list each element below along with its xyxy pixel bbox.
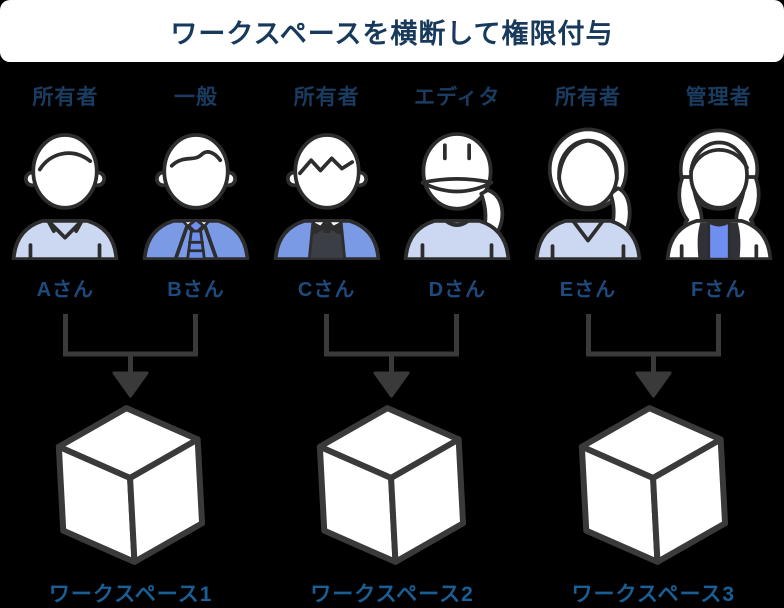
title-bar: ワークスペースを横断して権限付与 — [0, 0, 784, 62]
name-label: Dさん — [428, 279, 487, 301]
name-label: Fさん — [691, 279, 747, 301]
avatar-f-icon — [665, 128, 772, 260]
workspace-label: ワークスペース2 — [310, 583, 474, 606]
role-label: 管理者 — [685, 86, 752, 109]
name-label: Bさん — [167, 279, 225, 301]
person-c: 所有者 Cさん — [261, 84, 392, 302]
avatar-c-icon — [273, 133, 380, 260]
role-label: エディタ — [414, 86, 501, 109]
avatar-d-icon — [404, 132, 511, 260]
person-a: 所有者 Aさん — [0, 84, 131, 302]
bracket-down-arrow-icon — [585, 314, 721, 398]
person-f: 管理者 Fさん — [653, 84, 784, 302]
avatar-a-icon — [12, 133, 119, 260]
workspace-group-2: ワークスペース2 — [261, 312, 522, 608]
avatar-b-icon — [142, 133, 250, 260]
avatar-e-icon — [534, 127, 642, 260]
workspace-cube-icon — [317, 405, 467, 565]
workspace-label: ワークスペース3 — [571, 583, 736, 606]
diagram-title: ワークスペースを横断して権限付与 — [170, 18, 614, 49]
workspace-groups-row: ワークスペース1 ワークスペース2 — [0, 312, 784, 608]
role-label: 所有者 — [293, 86, 360, 109]
workspace-label: ワークスペース1 — [48, 583, 213, 606]
person-d: エディタ Dさん — [392, 84, 523, 302]
person-e: 所有者 Eさん — [523, 84, 654, 302]
name-label: Eさん — [559, 279, 617, 301]
role-label: 所有者 — [554, 86, 621, 109]
workspace-cube-icon — [56, 405, 206, 565]
bracket-down-arrow-icon — [63, 314, 199, 398]
person-b: 一般 Bさん — [131, 84, 262, 302]
bracket-down-arrow-icon — [324, 314, 460, 398]
workspace-group-1: ワークスペース1 — [0, 312, 261, 608]
name-label: Aさん — [36, 279, 95, 301]
name-label: Cさん — [297, 279, 356, 301]
persons-row: 所有者 Aさん 一般 — [0, 84, 784, 302]
workspace-group-3: ワークスペース3 — [523, 312, 784, 608]
role-label: 所有者 — [32, 86, 99, 109]
role-label: 一般 — [173, 86, 218, 109]
workspace-cube-icon — [578, 405, 728, 565]
